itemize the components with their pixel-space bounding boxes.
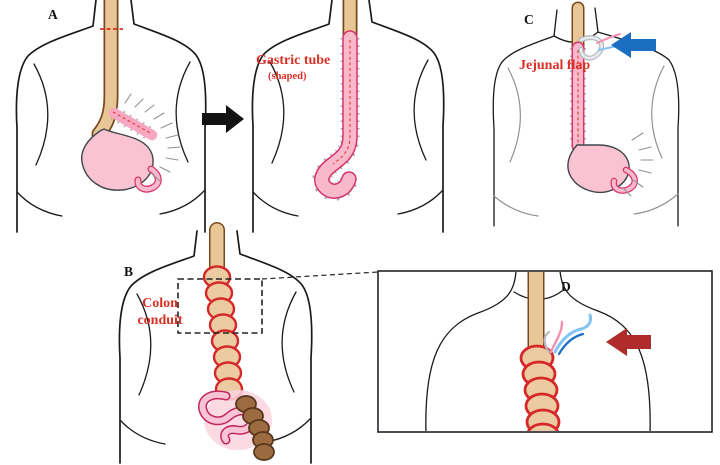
waist-curve-right [633, 193, 679, 215]
vascular-pedicle [543, 313, 593, 356]
waist-curve-right [397, 189, 444, 215]
torso-outline-right [130, 0, 207, 233]
gastric-tube-conduit [312, 30, 360, 201]
colon-conduit-detail [519, 344, 561, 431]
gastric-vessels [622, 132, 654, 197]
panel-c-label: C [524, 12, 534, 27]
chest-curve-right [413, 59, 429, 161]
chest-curve-right [281, 291, 297, 393]
gastric-tube-label: Gastric tube [256, 53, 330, 68]
abdominal-viscera [198, 390, 275, 461]
stomach-remnant [567, 144, 630, 194]
colon-conduit-label-line2: conduit [137, 313, 182, 328]
chest-curve-right [175, 61, 191, 163]
panel-d: D [377, 270, 713, 433]
chest-curve-left [136, 293, 152, 396]
colon-conduit-label-line1: Colon [142, 296, 178, 311]
zoom-connector-line [261, 271, 379, 280]
torso-outline-right [236, 230, 313, 464]
transform-arrow-icon [202, 105, 244, 133]
torso-outline-left [251, 0, 333, 233]
panel-a: A [15, 0, 445, 233]
chest-curve-left [507, 67, 521, 163]
inset-content [425, 272, 651, 431]
torso-preop [15, 0, 207, 233]
duodenum [134, 165, 162, 193]
stapled-band [108, 106, 158, 142]
torso-outline-left [15, 0, 97, 233]
panel-d-label: D [561, 279, 571, 294]
waist-curve-left [16, 191, 63, 217]
waist-curve-left [119, 419, 166, 445]
torso-outline-left [425, 272, 517, 431]
jejunal-flap-arrow-icon [611, 32, 656, 58]
waist-curve-right [159, 189, 206, 215]
stomach [81, 128, 154, 191]
torso-outline-right [368, 0, 445, 233]
torso-outline-right [559, 272, 651, 431]
gastric-tube-sublabel: (shaped) [268, 71, 307, 82]
vessel-arrow-icon [606, 328, 651, 356]
torso-gastric-tube: Gastric tube (shaped) [251, 0, 445, 233]
panel-b-label: B [124, 264, 133, 279]
chest-curve-left [269, 61, 285, 164]
jejunal-flap-label: Jejunal flap [519, 58, 590, 73]
chest-curve-left [33, 63, 49, 166]
torso-jejunal [492, 7, 680, 227]
torso-outline-left [118, 230, 198, 464]
panel-a-label: A [48, 7, 58, 22]
panel-c: C Jejunal flap [492, 1, 680, 227]
native-colon [235, 395, 275, 461]
jejunal-flap-graft [578, 33, 625, 61]
waist-curve-left [493, 195, 539, 217]
staple-line [112, 111, 153, 135]
gastric-vessels [124, 93, 181, 182]
torso-outline-right [594, 7, 680, 227]
waist-curve-left [252, 191, 299, 217]
duodenum [610, 166, 638, 194]
zoom-region-box [177, 278, 263, 334]
chest-curve-right [651, 65, 665, 159]
torso-outline-left [492, 9, 558, 227]
panel-b: B [118, 222, 313, 464]
